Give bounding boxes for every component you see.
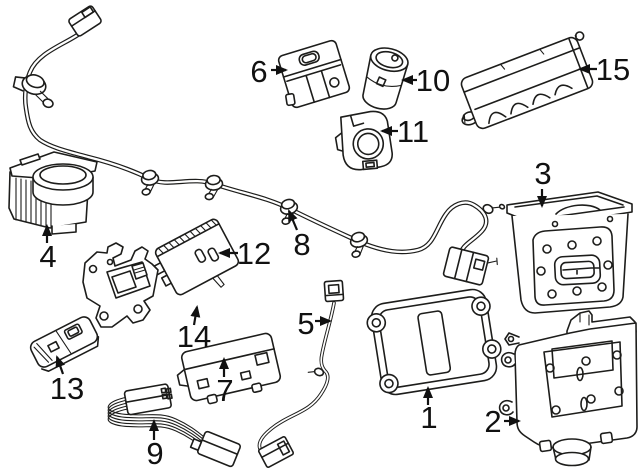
harness-end-connector: [442, 246, 498, 286]
callout-label-6[interactable]: 6: [250, 54, 267, 89]
callout-label-3[interactable]: 3: [534, 156, 551, 191]
callout-label-2[interactable]: 2: [484, 404, 501, 439]
callout-label-13[interactable]: 13: [50, 371, 84, 406]
callout-5: 5: [297, 306, 332, 341]
harness-grommet: [12, 74, 54, 109]
callout-label-14[interactable]: 14: [177, 319, 211, 354]
callout-9: 9: [146, 419, 164, 471]
callout-1: 1: [420, 386, 438, 435]
cable-clip: [307, 367, 325, 377]
harness-loop-cap: [482, 203, 506, 215]
callout-15: 15: [578, 52, 630, 87]
callout-label-15[interactable]: 15: [596, 52, 630, 87]
antenna-cable-part: [257, 279, 345, 468]
switch-plate-part: [82, 242, 159, 328]
cable-connector-top: [323, 279, 345, 303]
callout-2: 2: [484, 404, 521, 439]
callout-14: 14: [177, 305, 211, 354]
callout-label-9[interactable]: 9: [146, 436, 163, 471]
callout-label-10[interactable]: 10: [416, 63, 450, 98]
callout-label-4[interactable]: 4: [39, 239, 56, 274]
finned-module-part: [152, 218, 240, 296]
callout-3: 3: [534, 156, 552, 208]
cable-connector-bottom: [257, 436, 295, 468]
outlet-bezel-part: [334, 110, 393, 171]
console-bin-part: [506, 191, 633, 314]
wiring-harness-part: [12, 5, 506, 286]
callout-10: 10: [401, 63, 450, 98]
callout-label-7[interactable]: 7: [216, 373, 233, 408]
callout-4: 4: [39, 224, 57, 274]
callout-7: 7: [216, 357, 234, 408]
callout-11: 11: [380, 114, 429, 149]
jumper-connector-a: [123, 383, 173, 416]
receiver-module-part: [176, 332, 282, 405]
mounting-bracket-part: [498, 310, 638, 467]
overhead-module-part: [459, 31, 594, 130]
callout-label-1[interactable]: 1: [420, 400, 437, 435]
callout-label-5[interactable]: 5: [297, 306, 314, 341]
callout-label-11[interactable]: 11: [397, 114, 429, 149]
callout-8: 8: [287, 209, 311, 262]
callouts: 1 2 3 4 5 6 7 8: [39, 52, 630, 471]
callout-13: 13: [50, 355, 84, 406]
jumper-connector-b: [189, 430, 242, 468]
control-module-part: [365, 288, 503, 396]
callout-12: 12: [218, 236, 271, 271]
rotary-switch-part: [8, 151, 98, 235]
outlet-housing-part: [277, 39, 351, 109]
power-outlet-part: [362, 47, 409, 110]
callout-label-12[interactable]: 12: [237, 236, 271, 271]
callout-label-8[interactable]: 8: [293, 227, 310, 262]
callout-6: 6: [250, 54, 288, 89]
connector-cover-part: [29, 316, 100, 372]
harness-connector: [68, 5, 102, 37]
